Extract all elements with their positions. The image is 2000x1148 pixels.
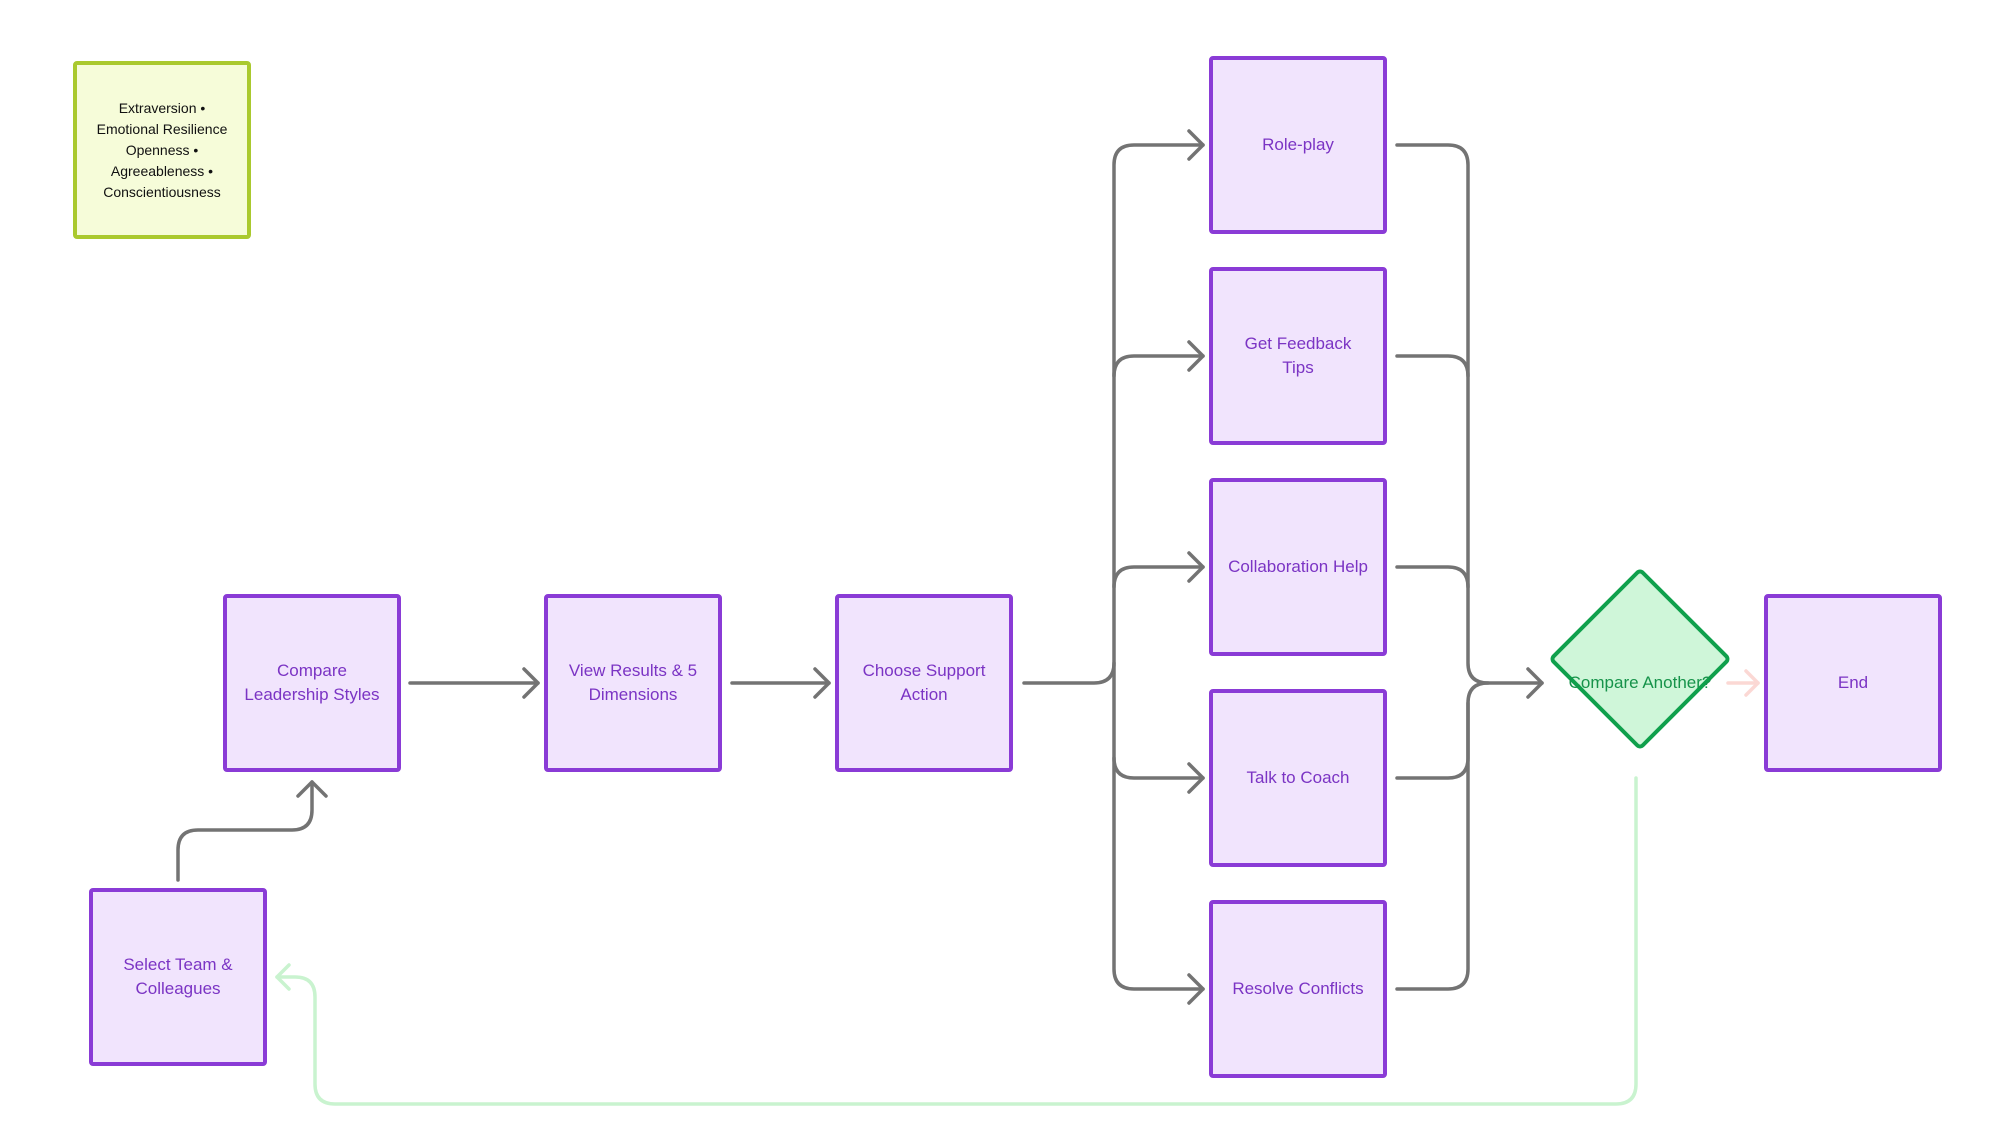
dimensions-note: Extraversion • Emotional Resilience Open… xyxy=(73,61,251,239)
node-get-feedback-tips[interactable]: Get Feedback Tips xyxy=(1209,267,1387,445)
connector-collaboration-to-merge xyxy=(1395,565,1470,589)
node-talk-to-coach[interactable]: Talk to Coach xyxy=(1209,689,1387,867)
connector-loop-back-to-select-team xyxy=(275,776,1638,1106)
node-role-play[interactable]: Role-play xyxy=(1209,56,1387,234)
node-view-results-label: View Results & 5 Dimensions xyxy=(568,661,698,704)
arrowhead-loop-to-select-team xyxy=(275,963,291,991)
arrowhead-to-feedback-tips xyxy=(1187,340,1205,372)
node-end-label: End xyxy=(1837,673,1869,692)
connector-select-to-compare xyxy=(176,780,314,882)
connector-to-talk-coach xyxy=(1112,661,1205,780)
decision-compare-another: Compare Another? xyxy=(1554,594,1726,772)
node-collaboration-help[interactable]: Collaboration Help xyxy=(1209,478,1387,656)
node-get-feedback-tips-label: Get Feedback Tips xyxy=(1244,334,1352,377)
decision-compare-another-label: Compare Another? xyxy=(1568,673,1712,692)
arrowhead-view-to-choose xyxy=(813,667,831,699)
connector-choose-to-branches xyxy=(1022,143,1205,685)
note-line-emotional-resilience: Emotional Resilience xyxy=(96,120,228,137)
note-line-openness: Openness • xyxy=(125,141,199,158)
node-select-team-label: Select Team & Colleagues xyxy=(123,955,233,998)
node-collaboration-help-label: Collaboration Help xyxy=(1228,557,1368,576)
arrowhead-to-collaboration xyxy=(1187,551,1205,583)
node-resolve-conflicts[interactable]: Resolve Conflicts xyxy=(1209,900,1387,1078)
note-line-agreeableness: Agreeableness • xyxy=(110,162,214,179)
connector-resolve-to-merge xyxy=(1395,701,1470,991)
node-end[interactable]: End xyxy=(1764,594,1942,772)
arrowhead-to-resolve-conflicts xyxy=(1187,973,1205,1005)
node-select-team[interactable]: Select Team & Colleagues xyxy=(89,888,267,1066)
connector-to-collaboration xyxy=(1112,565,1205,589)
connector-to-feedback-tips xyxy=(1112,354,1205,378)
node-compare-leadership-styles[interactable]: Compare Leadership Styles xyxy=(223,594,401,772)
connector-feedback-to-merge xyxy=(1395,354,1470,378)
node-resolve-conflicts-label: Resolve Conflicts xyxy=(1232,979,1364,998)
node-choose-support-action-label: Choose Support Action xyxy=(862,661,986,704)
connector-talk-coach-to-merge xyxy=(1395,681,1490,780)
node-talk-to-coach-label: Talk to Coach xyxy=(1246,768,1350,787)
connector-to-resolve-conflicts xyxy=(1112,756,1205,991)
arrowhead-to-talk-coach xyxy=(1187,762,1205,794)
arrowhead-compare-to-view xyxy=(522,667,540,699)
node-compare-leadership-styles-label: Compare Leadership Styles xyxy=(244,661,380,704)
node-role-play-label: Role-play xyxy=(1262,135,1334,154)
note-line-conscientiousness: Conscientiousness xyxy=(103,183,221,200)
arrowhead-select-to-compare xyxy=(296,780,328,798)
connector-role-play-to-merge xyxy=(1395,143,1544,685)
arrowhead-to-compare-another xyxy=(1526,667,1544,699)
node-choose-support-action[interactable]: Choose Support Action xyxy=(835,594,1013,772)
arrowhead-to-role-play xyxy=(1187,129,1205,161)
note-line-extraversion: Extraversion • xyxy=(118,99,206,116)
node-view-results[interactable]: View Results & 5 Dimensions xyxy=(544,594,722,772)
arrowhead-to-end xyxy=(1744,669,1760,697)
